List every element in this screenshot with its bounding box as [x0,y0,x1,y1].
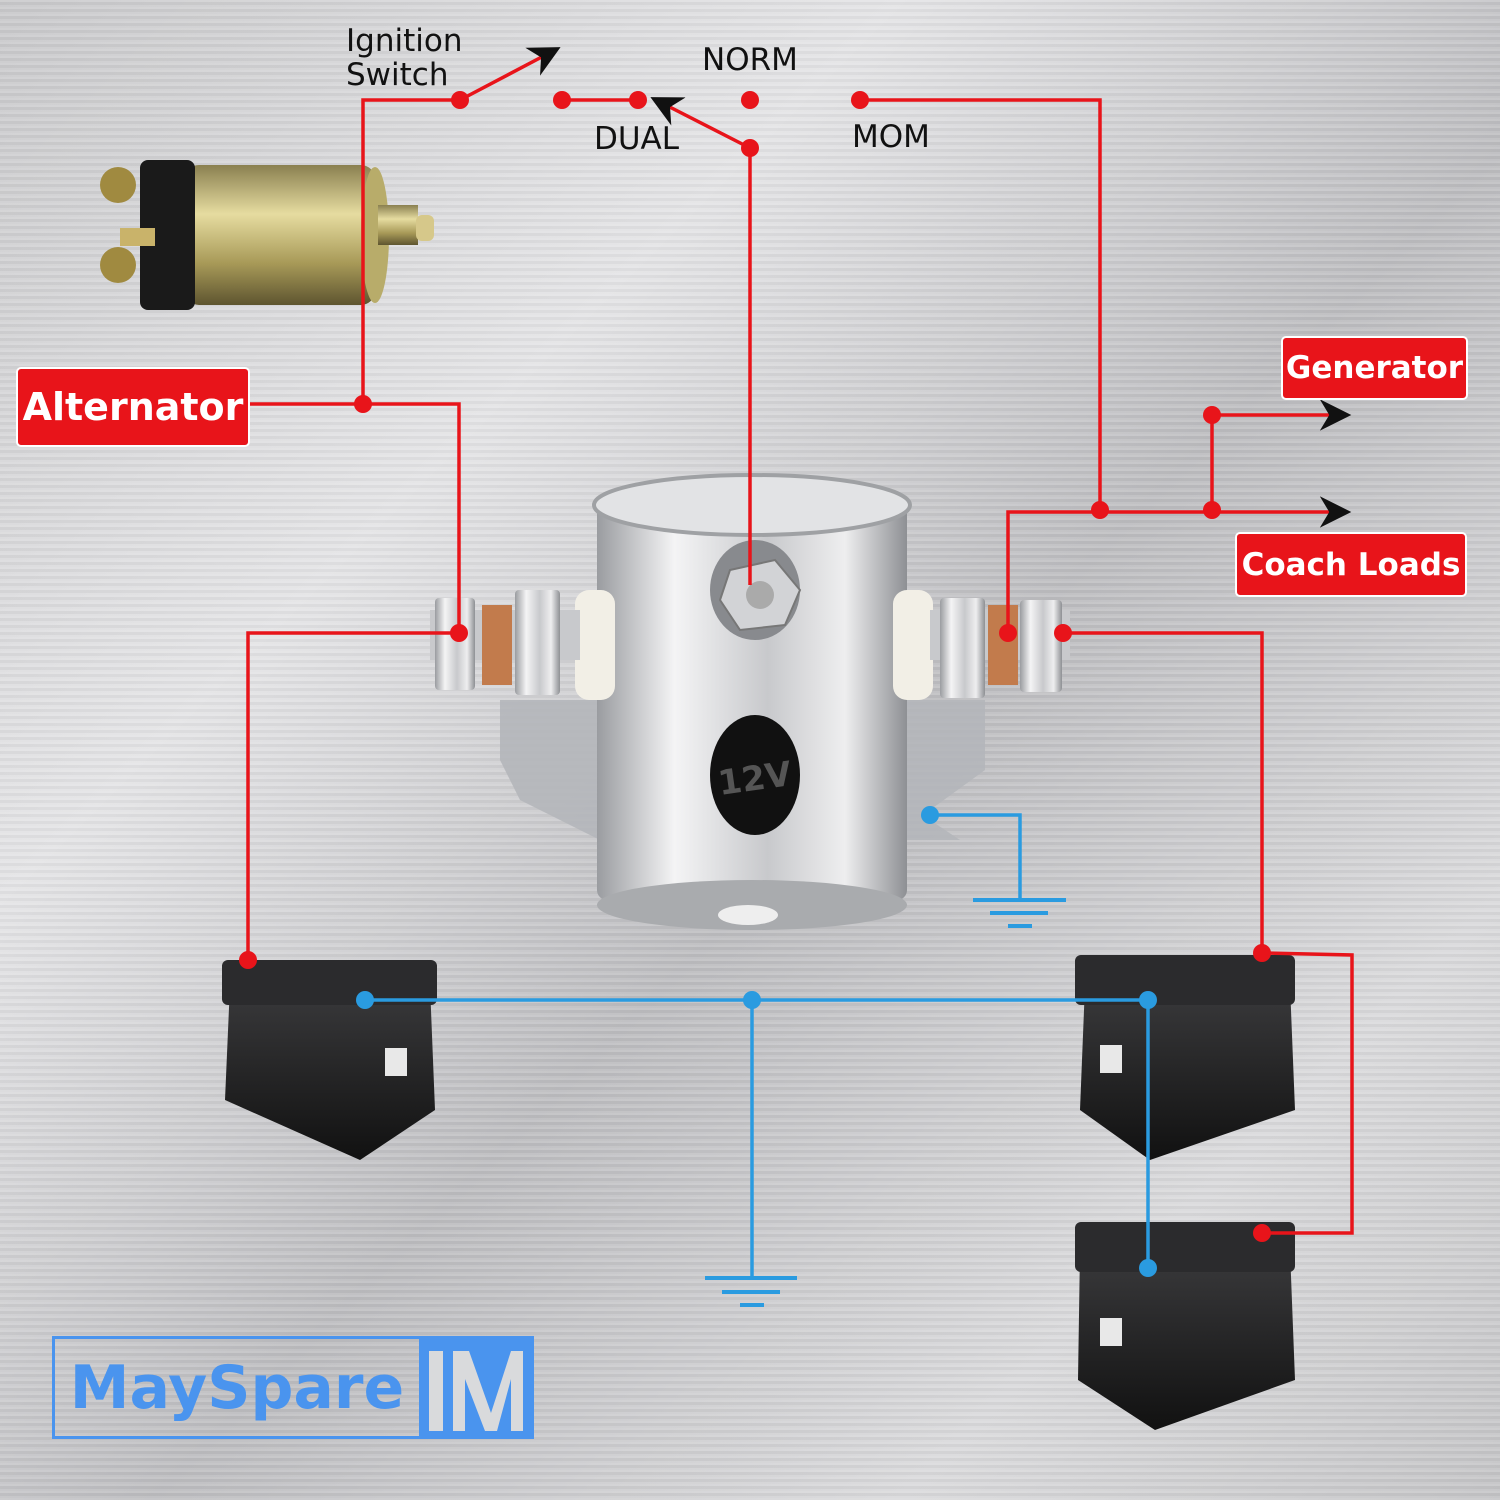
coach-loads-label: Coach Loads [1235,532,1467,597]
selector-switch-arm [650,97,751,150]
ignition-label-line2: Switch [346,57,449,93]
generator-label: Generator [1281,336,1468,400]
brand-mark [419,1339,531,1436]
starter-solenoid-image [100,160,434,310]
continuous-duty-solenoid-image: 12V [430,473,1070,930]
brand-logo: MaySpare [52,1336,534,1439]
ignition-label-line1: Ignition [346,23,463,59]
mom-label: MOM [852,119,930,155]
battery-2 [1075,955,1295,1160]
brand-name: MaySpare [69,1352,405,1423]
battery-3 [1075,1222,1295,1430]
battery-1 [222,960,437,1160]
ground-symbol-solenoid [973,898,1066,928]
alternator-label: Alternator [16,367,250,447]
ignition-switch-arm [459,47,561,102]
ground-symbol-main [705,1276,797,1307]
brand-m-glyph [429,1351,523,1431]
norm-label: NORM [702,42,798,78]
positive-wires [246,47,1354,1235]
dual-label: DUAL [594,121,680,157]
ignition-switch-label: Ignition Switch [346,24,462,92]
ground-junction-dots [356,806,1157,1277]
positive-junction-dots [239,91,1271,1242]
